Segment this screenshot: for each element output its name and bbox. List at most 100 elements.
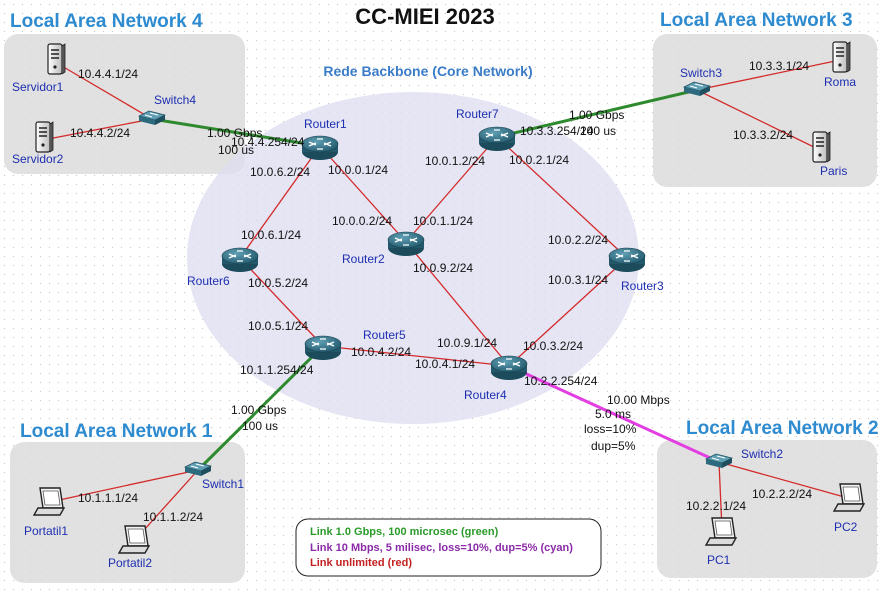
link-switch4-router1: [151, 117, 321, 148]
ip-router6-r5: 10.0.5.2/24: [248, 276, 308, 290]
router5-label: Router5: [363, 328, 406, 342]
ip-router7-r3: 10.0.2.1/24: [509, 153, 569, 167]
link-router6-router5: [239, 257, 324, 347]
router-icon[interactable]: [478, 126, 516, 152]
backbone-title: Rede Backbone (Core Network): [323, 63, 532, 79]
router-icon[interactable]: [304, 335, 342, 361]
link-delay-label: 100 us: [218, 143, 254, 157]
page-title: CC-MIEI 2023: [355, 4, 494, 29]
ip-router1-r2: 10.0.0.1/24: [328, 163, 388, 177]
ip-router5-r6: 10.0.5.1/24: [248, 319, 308, 333]
legend-green: Link 1.0 Gbps, 100 microsec (green): [310, 526, 499, 538]
router4-label: Router4: [464, 388, 507, 402]
ip-router5-lan1: 10.1.1.254/24: [240, 363, 314, 377]
link-bw-label: 1.00 Gbps: [569, 108, 624, 122]
ip-router2-r1: 10.0.0.2/24: [332, 214, 392, 228]
ip-router7-lan3: 10.3.3.254/24: [520, 124, 594, 138]
ip-router2-r4: 10.0.9.2/24: [413, 261, 473, 275]
router-icon[interactable]: [301, 135, 339, 161]
link-delay-label: 100 us: [242, 419, 278, 433]
link-dup-label: dup=5%: [591, 439, 636, 453]
portatil2-label: Portatil2: [108, 556, 152, 570]
ip-roma: 10.3.3.1/24: [749, 59, 809, 73]
switch4-label: Switch4: [154, 93, 196, 107]
red-links: [42, 59, 849, 541]
router-icon[interactable]: [608, 247, 646, 273]
ip-servidor2: 10.4.4.2/24: [70, 126, 130, 140]
ip-router1-r6: 10.0.6.2/24: [250, 165, 310, 179]
ip-servidor1: 10.4.4.1/24: [78, 67, 138, 81]
router1-label: Router1: [304, 117, 347, 131]
router-icon[interactable]: [221, 247, 259, 273]
server-icon[interactable]: [47, 43, 66, 75]
link-router7-router3: [496, 136, 628, 259]
link-bw-label: 1.00 Gbps: [231, 403, 286, 417]
ip-paris: 10.3.3.2/24: [733, 128, 793, 142]
roma-label: Roma: [824, 75, 856, 89]
switch2-label: Switch2: [741, 447, 783, 461]
link-switch2-pc2: [718, 461, 849, 499]
ip-portatil2: 10.1.1.2/24: [143, 510, 203, 524]
legend-red: Link unlimited (red): [310, 557, 412, 569]
server-icon[interactable]: [812, 131, 831, 163]
pc2-label: PC2: [834, 520, 858, 534]
router-icon[interactable]: [490, 355, 528, 381]
link-switch3-roma: [696, 59, 841, 91]
lan3-title: Local Area Network 3: [660, 10, 853, 31]
ip-router3-r4: 10.0.3.1/24: [548, 273, 608, 287]
paris-label: Paris: [820, 164, 847, 178]
link-servidor2-switch4: [42, 118, 153, 141]
link-switch1-portatil1: [49, 469, 199, 503]
link-delay-label: 100 us: [580, 124, 616, 138]
lan2-title: Local Area Network 2: [686, 418, 879, 439]
link-router5-switch1: [196, 344, 325, 472]
link-router2-router7: [405, 136, 498, 243]
router2-label: Router2: [342, 252, 385, 266]
ip-router4-lan2: 10.2.2.254/24: [524, 374, 598, 388]
router7-label: Router7: [456, 107, 499, 121]
switch1-label: Switch1: [202, 477, 244, 491]
link-router1-router2: [319, 145, 407, 243]
server-icon[interactable]: [35, 121, 54, 153]
ip-router4-r3: 10.0.3.2/24: [523, 339, 583, 353]
router3-label: Router3: [621, 279, 664, 293]
router-icon[interactable]: [387, 231, 425, 257]
green-links: [151, 88, 698, 472]
servidor2-label: Servidor2: [12, 152, 64, 166]
ip-portatil1: 10.1.1.1/24: [78, 491, 138, 505]
pc1-label: PC1: [707, 553, 731, 567]
link-router7-switch3: [496, 88, 698, 139]
portatil1-label: Portatil1: [24, 524, 68, 538]
ip-router5-r4: 10.0.4.2/24: [351, 345, 411, 359]
ip-router7-r2: 10.0.1.2/24: [425, 154, 485, 168]
ip-router3-r7: 10.0.2.2/24: [548, 233, 608, 247]
ip-pc2: 10.2.2.2/24: [752, 487, 812, 501]
servidor1-label: Servidor1: [12, 80, 64, 94]
legend-box: [295, 518, 602, 577]
link-router4-switch2: [508, 364, 720, 464]
legend-cyan: Link 10 Mbps, 5 milisec, loss=10%, dup=5…: [310, 542, 573, 554]
ip-router2-r7: 10.0.1.1/24: [413, 214, 473, 228]
link-router2-router4: [405, 241, 510, 367]
ip-router4-r5: 10.0.4.1/24: [415, 357, 475, 371]
router6-label: Router6: [187, 274, 230, 288]
link-bw-label: 10.00 Mbps: [607, 393, 670, 407]
ip-router4-r2: 10.0.9.1/24: [437, 336, 497, 350]
lan1-title: Local Area Network 1: [20, 421, 213, 442]
link-loss-label: loss=10%: [584, 422, 637, 436]
link-switch3-paris: [696, 89, 821, 151]
ip-pc1: 10.2.2.1/24: [686, 499, 746, 513]
server-icon[interactable]: [832, 41, 851, 73]
ip-router1-lan4: 10.4.4.254/24: [231, 135, 305, 149]
legend: Link 1.0 Gbps, 100 microsec (green) Link…: [295, 518, 602, 577]
lan1-box: [10, 442, 245, 583]
link-delay-label: 5.0 ms: [595, 407, 631, 421]
lan4-title: Local Area Network 4: [10, 11, 203, 32]
link-router1-router6: [239, 145, 321, 259]
link-router5-router4: [322, 345, 510, 367]
link-bw-label: 1.00 Gbps: [207, 126, 262, 140]
link-servidor1-switch4: [54, 61, 153, 120]
switch3-label: Switch3: [680, 66, 722, 80]
ip-router6-r1: 10.0.6.1/24: [241, 228, 301, 242]
